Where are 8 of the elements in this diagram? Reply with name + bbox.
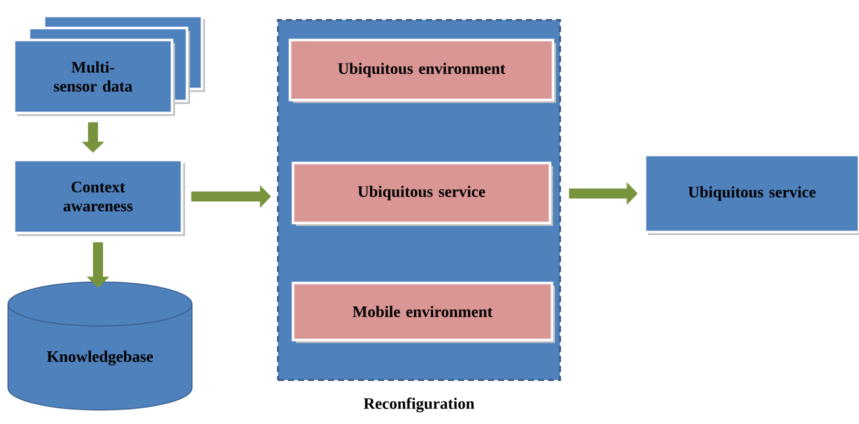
component-box: Ubiquitous environment [288,38,556,103]
group-heading: Reconfiguration [364,398,474,412]
database-cylinder: Knowledgebase [8,282,192,410]
process-box: Ubiquitous service [644,154,859,235]
component-box: Ubiquitous service [292,162,553,226]
process-box: Context awareness [12,158,185,236]
stacked-data-boxes: Multi-sensor data [12,14,205,116]
component-box: Mobile environment [292,282,555,343]
